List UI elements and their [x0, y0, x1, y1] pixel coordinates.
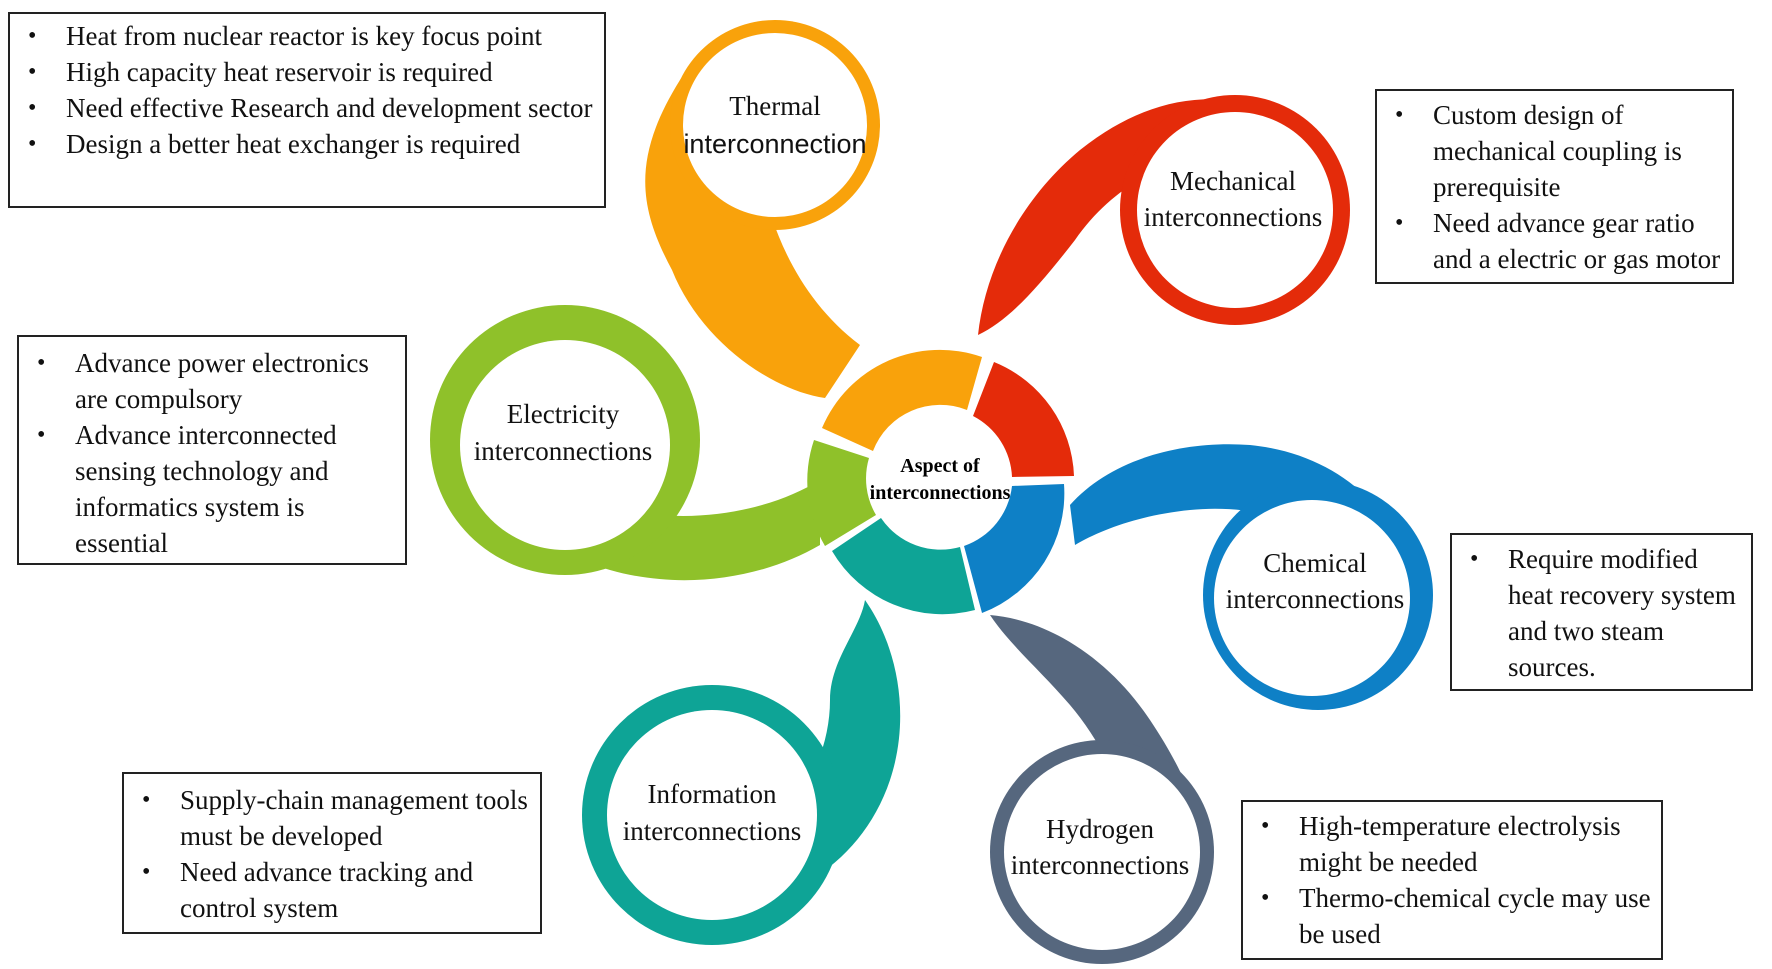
- note-mechanical: Custom design of mechanical coupling is …: [1375, 89, 1734, 284]
- petal-chemical-circle: [1214, 500, 1410, 696]
- note-mechanical-item: Custom design of mechanical coupling is …: [1377, 97, 1724, 205]
- note-hydrogen-item: High-temperature electrolysis might be n…: [1243, 808, 1653, 880]
- hub-segment-electricity: [807, 440, 876, 546]
- hub-center: [870, 408, 1010, 548]
- note-thermal-item: Heat from nuclear reactor is key focus p…: [10, 18, 596, 54]
- note-electricity-item: Advance power electronics are compulsory: [19, 345, 397, 417]
- note-electricity: Advance power electronics are compulsory…: [17, 335, 407, 565]
- note-information-item: Supply-chain management tools must be de…: [124, 782, 532, 854]
- hub-ring: Aspect of interconnections: [807, 349, 1074, 615]
- note-mechanical-list: Custom design of mechanical coupling is …: [1377, 97, 1724, 277]
- petal-mechanical-circle: [1137, 112, 1333, 308]
- petal-electricity: Electricity interconnections: [430, 305, 820, 581]
- note-information: Supply-chain management tools must be de…: [122, 772, 542, 934]
- hub-segment-mechanical: [973, 362, 1074, 477]
- petal-mechanical-label-2: interconnections: [1144, 202, 1322, 232]
- note-information-item: Need advance tracking and control system: [124, 854, 532, 926]
- petal-mechanical: Mechanical interconnections: [978, 95, 1350, 335]
- petal-chemical: Chemical interconnections: [1070, 444, 1433, 710]
- petal-information-circle: [607, 710, 817, 920]
- hub-segment-chemical: [964, 484, 1065, 613]
- note-mechanical-item: Need advance gear ratio and a electric o…: [1377, 205, 1724, 277]
- petal-hydrogen-label-1: Hydrogen: [1046, 814, 1154, 844]
- petal-thermal-circle: [683, 33, 867, 217]
- petal-electricity-circle: [460, 340, 670, 550]
- hub-label-2: interconnections: [870, 482, 1011, 504]
- petal-hydrogen: Hydrogen interconnections: [990, 615, 1214, 964]
- petal-thermal: Thermal interconnection: [645, 20, 880, 399]
- petal-electricity-label-1: Electricity: [507, 399, 620, 429]
- hub-segment-thermal: [822, 349, 982, 451]
- petal-information: Information interconnections: [582, 600, 901, 945]
- petal-chemical-label-1: Chemical: [1263, 548, 1366, 578]
- note-chemical: Require modified heat recovery system an…: [1450, 533, 1753, 691]
- petal-electricity-label-2: interconnections: [474, 436, 652, 466]
- petal-hydrogen-circle: [1004, 754, 1200, 950]
- note-thermal-item: Design a better heat exchanger is requir…: [10, 126, 596, 162]
- note-electricity-list: Advance power electronics are compulsory…: [19, 345, 397, 561]
- note-thermal-item: Need effective Research and development …: [10, 90, 596, 126]
- note-hydrogen-item: Thermo-chemical cycle may use be used: [1243, 880, 1653, 952]
- petal-hydrogen-label-2: interconnections: [1011, 850, 1189, 880]
- hub-label-1: Aspect of: [900, 455, 980, 477]
- note-information-list: Supply-chain management tools must be de…: [124, 782, 532, 926]
- note-thermal-list: Heat from nuclear reactor is key focus p…: [10, 18, 596, 162]
- note-electricity-item: Advance interconnected sensing technolog…: [19, 417, 397, 561]
- petal-thermal-label-2: interconnection: [683, 129, 866, 159]
- petal-thermal-label-1: Thermal: [729, 91, 820, 121]
- petal-mechanical-label-1: Mechanical: [1170, 166, 1296, 196]
- hub-segment-information: [832, 518, 975, 615]
- note-hydrogen: High-temperature electrolysis might be n…: [1241, 800, 1663, 960]
- petal-chemical-label-2: interconnections: [1226, 584, 1404, 614]
- note-thermal: Heat from nuclear reactor is key focus p…: [8, 12, 606, 208]
- note-hydrogen-list: High-temperature electrolysis might be n…: [1243, 808, 1653, 952]
- note-thermal-item: High capacity heat reservoir is required: [10, 54, 596, 90]
- note-chemical-list: Require modified heat recovery system an…: [1452, 541, 1743, 685]
- note-chemical-item: Require modified heat recovery system an…: [1452, 541, 1743, 685]
- petal-information-label-1: Information: [648, 779, 777, 809]
- petal-information-label-2: interconnections: [623, 816, 801, 846]
